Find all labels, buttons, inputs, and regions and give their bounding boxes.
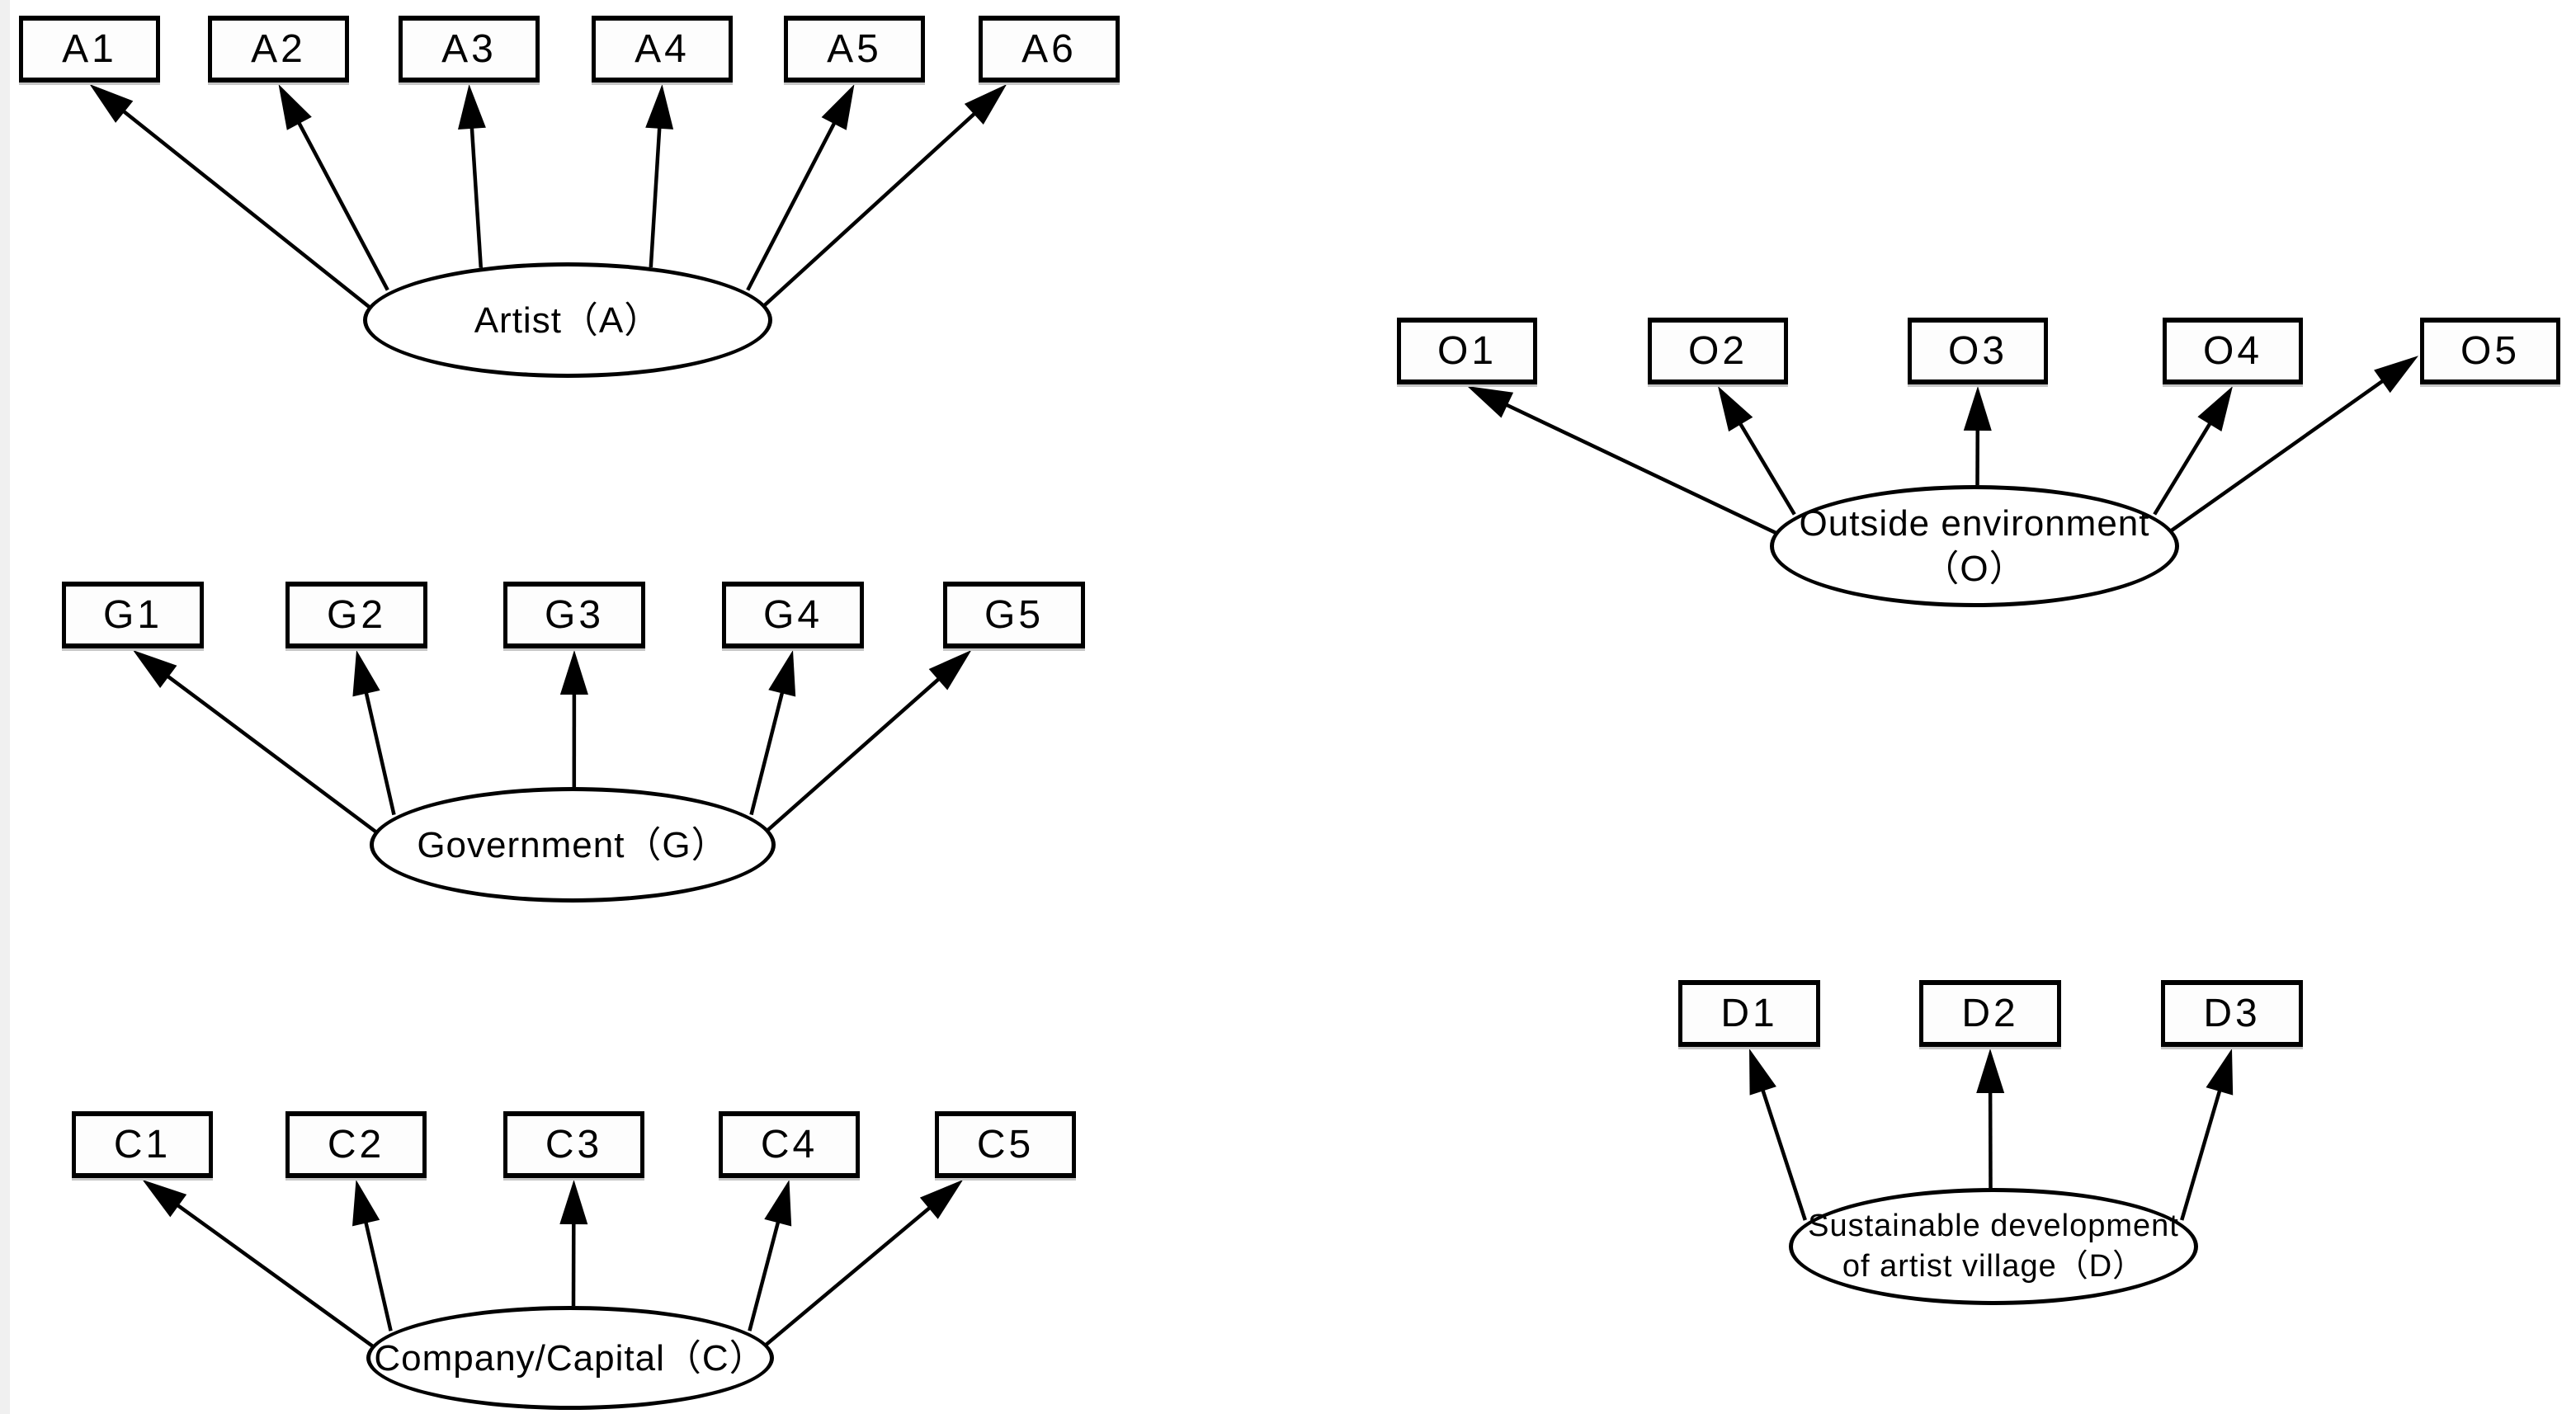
- arrowhead-icon: [1718, 386, 1753, 432]
- latent-ellipse-sustainable-development: Sustainable development of artist villag…: [1789, 1188, 2198, 1305]
- indicator-box-outside-environment-2: O2: [1648, 318, 1788, 384]
- arrowhead-icon: [928, 650, 972, 691]
- factor-loading-arrow: [766, 672, 946, 832]
- latent-label-artist: Artist（A）: [474, 299, 662, 341]
- indicator-box-company-capital-2: C2: [285, 1111, 427, 1178]
- arrowhead-icon: [133, 650, 177, 688]
- indicator-box-outside-environment-5: O5: [2420, 318, 2560, 384]
- factor-loading-arrow: [2180, 1082, 2224, 1221]
- indicator-box-company-capital-4: C4: [719, 1111, 860, 1178]
- latent-ellipse-outside-environment: Outside environment（O）: [1770, 485, 2179, 607]
- arrowhead-icon: [1467, 386, 1514, 418]
- arrowhead-icon: [1749, 1049, 1776, 1096]
- indicator-box-artist-2: A2: [208, 16, 349, 82]
- indicator-box-artist-4: A4: [592, 16, 733, 82]
- indicator-box-company-capital-5: C5: [935, 1111, 1076, 1178]
- arrowhead-icon: [559, 650, 588, 695]
- arrowhead-icon: [2197, 386, 2233, 431]
- latent-ellipse-artist: Artist（A）: [363, 262, 772, 378]
- factor-loading-arrow: [649, 120, 663, 268]
- latent-label-government: Government（G）: [417, 824, 729, 865]
- arrowhead-icon: [919, 1180, 964, 1219]
- factor-loading-arrow: [1734, 416, 1796, 516]
- indicator-box-government-4: G4: [722, 582, 864, 648]
- indicator-box-artist-1: A1: [19, 16, 160, 82]
- indicator-box-artist-6: A6: [979, 16, 1120, 82]
- factor-loading-arrow: [362, 1214, 393, 1332]
- arrowhead-icon: [768, 650, 796, 697]
- factor-loading-arrow: [762, 107, 982, 308]
- factor-loading-arrow: [1498, 399, 1779, 536]
- factor-loading-arrow: [116, 105, 373, 310]
- indicator-box-artist-3: A3: [399, 16, 540, 82]
- factor-loading-arrow: [160, 670, 380, 835]
- factor-loading-arrow: [749, 685, 786, 816]
- factor-loading-arrow: [1758, 1082, 1807, 1221]
- latent-ellipse-company-capital: Company/Capital（C）: [366, 1306, 774, 1410]
- indicator-box-sustainable-development-2: D2: [1919, 980, 2061, 1047]
- arrowhead-icon: [142, 1180, 187, 1218]
- factor-loading-arrow: [294, 115, 389, 291]
- indicator-box-company-capital-1: C1: [72, 1111, 213, 1178]
- arrowhead-icon: [964, 84, 1007, 125]
- arrowhead-icon: [458, 84, 486, 130]
- arrowhead-icon: [821, 84, 855, 130]
- factor-loading-arrow: [2153, 416, 2216, 516]
- latent-label-sustainable-development: Sustainable development of artist villag…: [1808, 1208, 2179, 1284]
- indicator-box-government-3: G3: [503, 582, 645, 648]
- arrowhead-icon: [2374, 356, 2418, 394]
- factor-loading-arrow: [2169, 375, 2390, 533]
- indicator-box-outside-environment-4: O4: [2163, 318, 2303, 384]
- indicator-box-company-capital-3: C3: [503, 1111, 644, 1178]
- indicator-box-sustainable-development-3: D3: [2161, 980, 2303, 1047]
- latent-label-outside-environment: Outside environment（O）: [1799, 503, 2150, 589]
- indicator-box-artist-5: A5: [784, 16, 925, 82]
- indicator-box-outside-environment-1: O1: [1397, 318, 1537, 384]
- arrowhead-icon: [1976, 1049, 2005, 1093]
- arrowhead-icon: [89, 84, 134, 123]
- arrowhead-icon: [278, 84, 312, 130]
- factor-loading-arrow: [469, 120, 484, 268]
- factor-loading-arrow: [748, 1214, 782, 1332]
- factor-loading-arrow: [362, 685, 396, 816]
- arrowhead-icon: [559, 1180, 588, 1225]
- indicator-box-government-2: G2: [285, 582, 427, 648]
- indicator-box-government-1: G1: [62, 582, 204, 648]
- latent-label-company-capital: Company/Capital（C）: [374, 1337, 767, 1379]
- arrowhead-icon: [1963, 386, 1992, 431]
- factor-loading-arrow: [746, 115, 840, 291]
- arrowhead-icon: [352, 1180, 380, 1227]
- arrowhead-icon: [645, 84, 674, 130]
- arrowhead-icon: [352, 650, 380, 697]
- arrowhead-icon: [2206, 1049, 2234, 1096]
- indicator-box-outside-environment-3: O3: [1908, 318, 2048, 384]
- indicator-box-government-5: G5: [943, 582, 1085, 648]
- latent-ellipse-government: Government（G）: [370, 787, 776, 903]
- factor-loading-arrow: [170, 1199, 376, 1350]
- factor-loading-arrow: [764, 1201, 937, 1347]
- indicator-box-sustainable-development-1: D1: [1678, 980, 1820, 1047]
- scan-edge-artifact: [0, 0, 10, 1414]
- arrowhead-icon: [764, 1180, 792, 1227]
